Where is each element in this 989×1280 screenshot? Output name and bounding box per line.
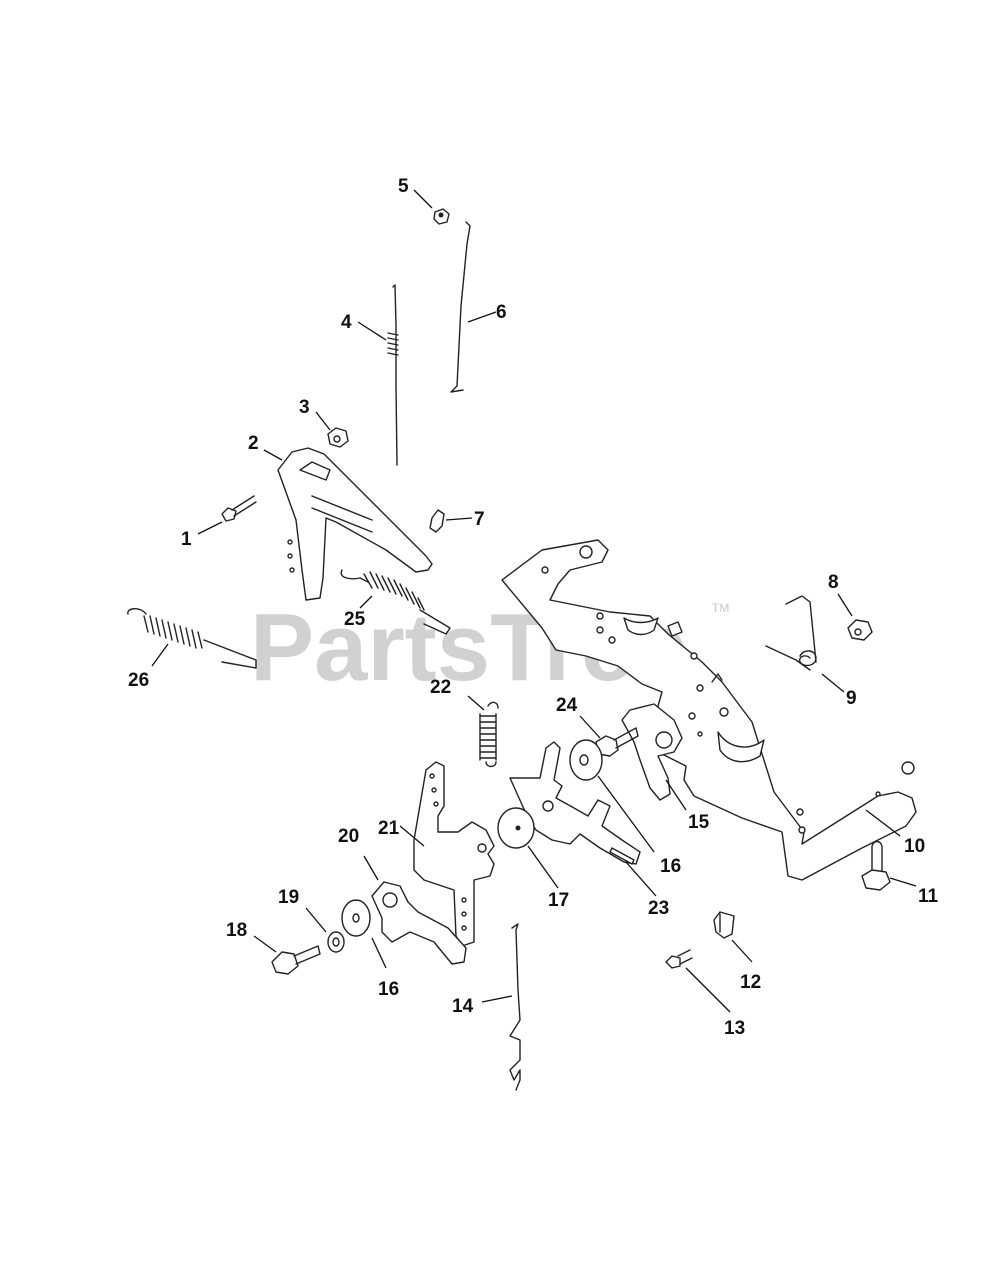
callout-7: 7 bbox=[474, 509, 485, 530]
leader-lines bbox=[151, 189, 917, 1013]
callout-23: 23 bbox=[648, 898, 669, 919]
callout-2: 2 bbox=[248, 433, 259, 454]
callout-10: 10 bbox=[904, 836, 925, 857]
part-11-flange-bolt[interactable] bbox=[861, 840, 891, 891]
callout-24: 24 bbox=[556, 695, 578, 716]
part-5-clip[interactable] bbox=[433, 208, 450, 225]
callout-26: 26 bbox=[128, 670, 149, 691]
callout-4: 4 bbox=[341, 312, 352, 333]
callout-17: 17 bbox=[548, 890, 569, 911]
callout-labels: 5 6 4 3 2 1 7 25 26 8 9 22 24 15 16 10 1… bbox=[128, 176, 939, 1039]
part-23-governor-arm[interactable] bbox=[509, 741, 641, 865]
part-10-main-bracket[interactable] bbox=[501, 539, 917, 881]
callout-15: 15 bbox=[688, 812, 710, 833]
part-20-link-plate[interactable] bbox=[371, 881, 467, 965]
part-14-rod[interactable] bbox=[509, 923, 521, 1091]
part-4-rod-spring[interactable] bbox=[387, 284, 399, 466]
part-16-washer-lower[interactable] bbox=[341, 899, 371, 937]
callout-22: 22 bbox=[430, 677, 451, 698]
part-16-washer-upper[interactable] bbox=[569, 739, 603, 781]
part-9-torsion-spring[interactable] bbox=[765, 595, 817, 671]
callout-8: 8 bbox=[828, 572, 839, 593]
part-19-washer[interactable] bbox=[327, 931, 345, 953]
part-24-flange-bolt[interactable] bbox=[595, 727, 639, 757]
callout-21: 21 bbox=[378, 818, 400, 839]
callout-16-upper: 16 bbox=[660, 856, 681, 877]
trademark-mark: TM bbox=[712, 601, 729, 615]
part-21-bracket[interactable] bbox=[413, 761, 495, 947]
part-8-hex-nut[interactable] bbox=[847, 619, 873, 641]
callout-16-lower: 16 bbox=[378, 979, 399, 1000]
callout-13: 13 bbox=[724, 1018, 745, 1039]
part-25-spring[interactable] bbox=[340, 569, 451, 635]
part-3-hex-nut[interactable] bbox=[327, 427, 349, 448]
callout-20: 20 bbox=[338, 826, 359, 847]
part-6-throttle-rod[interactable] bbox=[450, 221, 471, 393]
part-13-screw[interactable] bbox=[665, 949, 693, 969]
part-7-clip[interactable] bbox=[429, 509, 445, 533]
callout-18: 18 bbox=[226, 920, 247, 941]
part-18-flange-bolt[interactable] bbox=[271, 945, 321, 975]
part-2-control-lever[interactable] bbox=[277, 447, 433, 601]
callout-3: 3 bbox=[299, 397, 310, 418]
callout-14: 14 bbox=[452, 996, 474, 1017]
callout-1: 1 bbox=[181, 529, 192, 550]
part-17-washer[interactable] bbox=[497, 807, 535, 849]
part-15-lever[interactable] bbox=[621, 703, 683, 801]
part-22-spring[interactable] bbox=[479, 701, 499, 768]
part-12-clip[interactable] bbox=[713, 911, 735, 939]
callout-25: 25 bbox=[344, 609, 366, 630]
callout-9: 9 bbox=[846, 688, 857, 709]
part-26-spring[interactable] bbox=[127, 608, 257, 669]
part-1-screw[interactable] bbox=[221, 495, 257, 522]
callout-11: 11 bbox=[918, 886, 939, 907]
callout-5: 5 bbox=[398, 176, 409, 197]
callout-6: 6 bbox=[496, 302, 507, 323]
callout-19: 19 bbox=[278, 887, 299, 908]
callout-12: 12 bbox=[740, 972, 761, 993]
